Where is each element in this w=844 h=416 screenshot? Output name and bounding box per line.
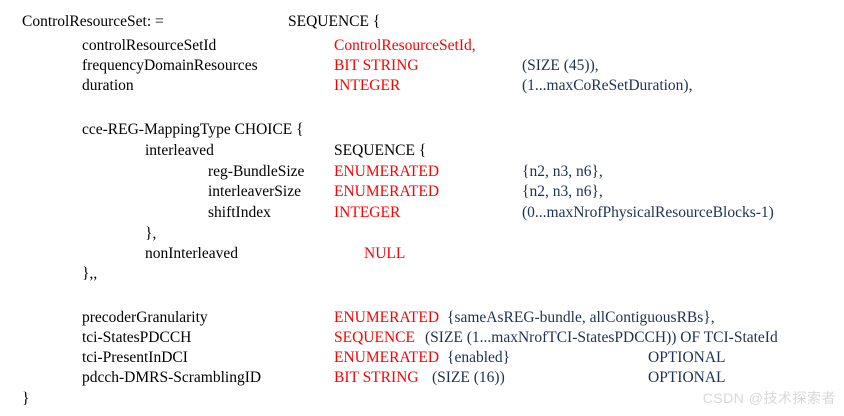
line-duration-segment-0: duration <box>82 77 134 94</box>
line-pdcch-DMRS-ScramblingID-segment-1: BIT STRING <box>334 369 423 386</box>
line-frequencyDomainResources-segment-0: frequencyDomainResources <box>82 57 258 74</box>
line-nonInterleaved-segment-1: NULL <box>364 245 406 262</box>
line-pdcch-DMRS-ScramblingID-segment-0: pdcch-DMRS-ScramblingID <box>82 369 262 386</box>
line-tci-PresentInDCI-segment-2: {enabled} <box>447 349 511 366</box>
line-frequencyDomainResources-segment-2: (SIZE (45)), <box>522 57 599 74</box>
line-shiftIndex-segment-2: (0...maxNrofPhysicalResourceBlocks-1) <box>522 204 774 221</box>
line-tci-StatesPDCCH-segment-0: tci-StatesPDCCH <box>82 329 192 346</box>
line-interleaverSize-segment-1: ENUMERATED <box>334 183 440 200</box>
line-interleaved-segment-0: interleaved <box>145 142 214 159</box>
line-shiftIndex-segment-0: shiftIndex <box>208 204 271 221</box>
line-interleaverSize-segment-2: {n2, n3, n6}, <box>522 183 603 200</box>
line-header-segment-0: ControlResourceSet: = <box>22 13 164 30</box>
line-close-interleaved-segment-0: }, <box>145 225 157 242</box>
line-interleaverSize-segment-0: interleaverSize <box>208 183 301 200</box>
line-nonInterleaved-segment-0: nonInterleaved <box>145 245 238 262</box>
line-shiftIndex-segment-1: INTEGER <box>334 204 401 221</box>
line-close-root-segment-0: } <box>22 390 30 407</box>
line-duration-segment-2: (1...maxCoReSetDuration), <box>522 77 693 94</box>
line-pdcch-DMRS-ScramblingID-segment-2: (SIZE (16)) <box>432 369 505 386</box>
line-cce-REG-MappingType-segment-0: cce-REG-MappingType CHOICE { <box>82 121 304 138</box>
line-reg-BundleSize-segment-2: {n2, n3, n6}, <box>522 163 603 180</box>
line-tci-PresentInDCI-segment-0: tci-PresentInDCI <box>82 349 188 366</box>
line-precoderGranularity-segment-0: precoderGranularity <box>82 309 208 326</box>
line-header-segment-1: SEQUENCE { <box>288 13 381 30</box>
line-precoderGranularity-segment-1: ENUMERATED <box>334 309 443 326</box>
line-controlResourceSetId-segment-1: ControlResourceSetId, <box>334 37 476 54</box>
line-tci-PresentInDCI-segment-1: ENUMERATED <box>334 349 443 366</box>
line-frequencyDomainResources-segment-1: BIT STRING <box>334 57 419 74</box>
line-pdcch-DMRS-ScramblingID-segment-3: OPTIONAL <box>648 369 726 386</box>
line-interleaved-segment-1: SEQUENCE { <box>334 142 427 159</box>
line-close-choice-segment-0: },, <box>82 265 98 282</box>
line-reg-BundleSize-segment-1: ENUMERATED <box>334 163 440 180</box>
line-precoderGranularity-segment-2: {sameAsREG-bundle, allContiguousRBs}, <box>447 309 715 326</box>
line-reg-BundleSize-segment-0: reg-BundleSize <box>208 163 305 180</box>
line-duration-segment-1: INTEGER <box>334 77 401 94</box>
line-controlResourceSetId-segment-0: controlResourceSetId <box>82 37 217 54</box>
line-tci-PresentInDCI-segment-3: OPTIONAL <box>648 349 726 366</box>
line-tci-StatesPDCCH-segment-1: SEQUENCE <box>334 329 419 346</box>
line-tci-StatesPDCCH-segment-2: (SIZE (1...maxNrofTCI-StatesPDCCH)) OF T… <box>425 329 778 346</box>
csdn-watermark: CSDN @技术探索者 <box>702 390 836 406</box>
